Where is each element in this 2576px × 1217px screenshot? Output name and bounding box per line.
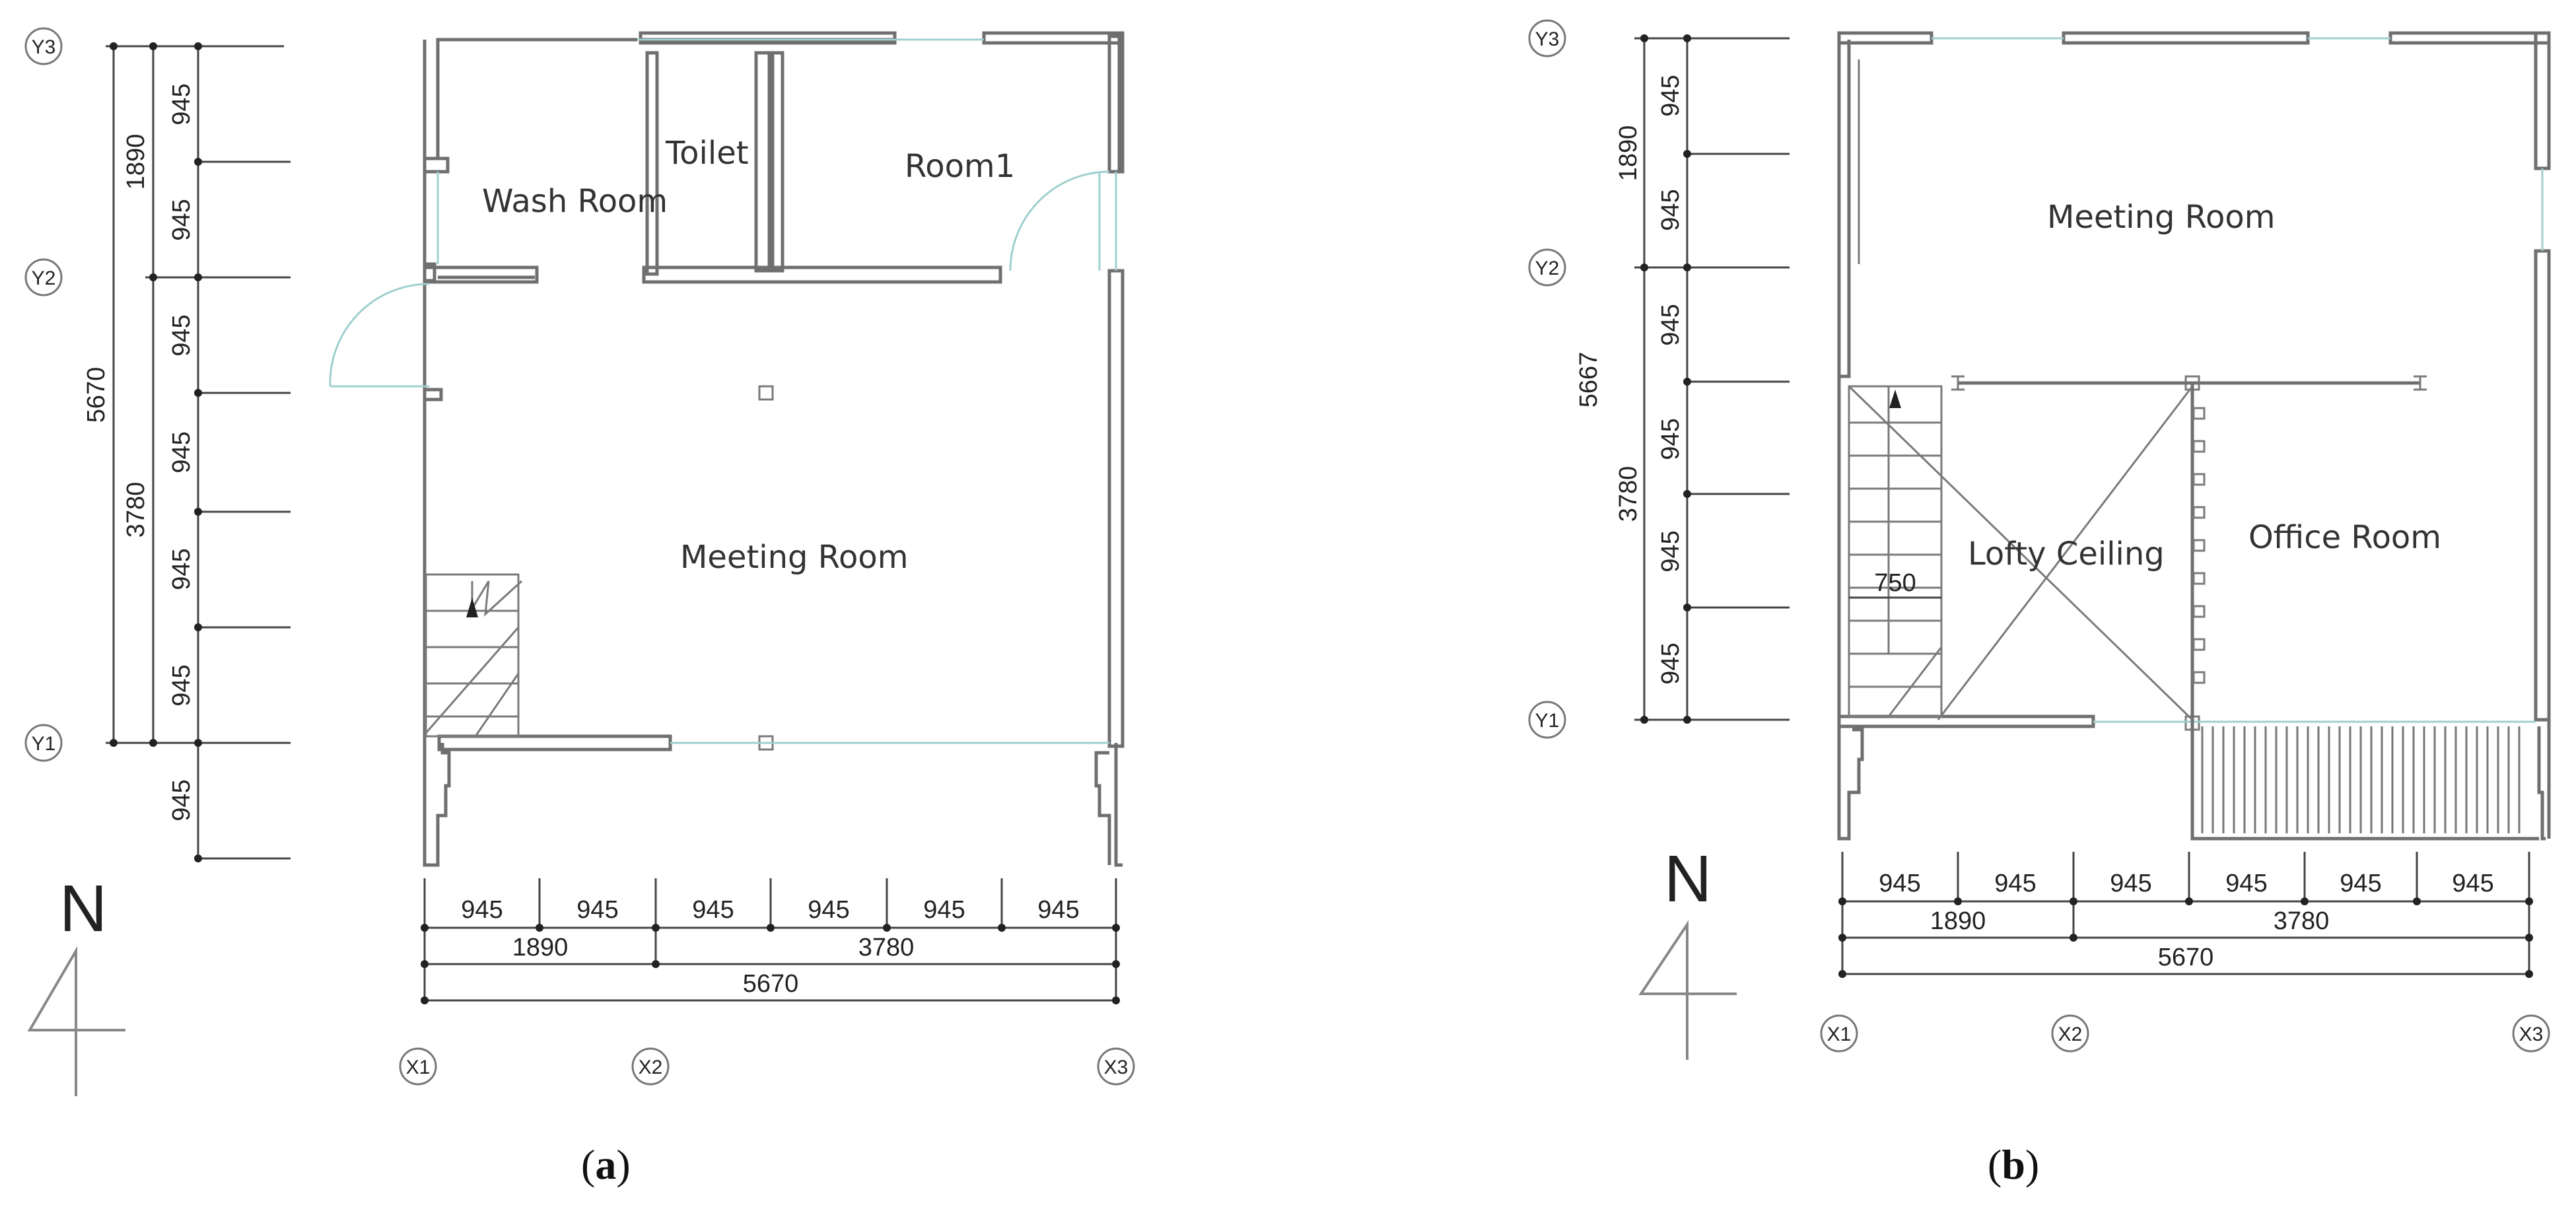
panel-a-y-axis-labels: Y3 Y2 Y1	[24, 27, 63, 762]
axis-x1: X1	[406, 1057, 431, 1078]
b-axis-x3: X3	[2519, 1024, 2544, 1045]
b-dim-945-3: 945	[1657, 304, 1685, 345]
panel-a-horizontal-dimensions: 945 945 945 945 945 945 1890 3780 5670	[421, 878, 1120, 1004]
b-north-arrow-icon	[1638, 920, 1737, 1060]
hdim-1890: 1890	[512, 934, 569, 961]
room-label-wash-room: Wash Room	[482, 183, 668, 220]
b-room-label-meeting-room: Meeting Room	[2047, 199, 2275, 236]
dim-945-7: 945	[168, 779, 195, 821]
axis-y2: Y2	[32, 267, 56, 289]
b-axis-y2: Y2	[1535, 258, 1560, 279]
hdim-945-1: 945	[461, 896, 503, 924]
north-label: N	[59, 872, 107, 946]
b-dim-1890: 1890	[1615, 125, 1642, 182]
b-hdim-3780: 3780	[2274, 907, 2330, 935]
dim-945-4: 945	[168, 431, 195, 473]
caption-b: (b)	[1988, 1141, 2039, 1188]
b-hdim-945-4: 945	[2225, 870, 2267, 897]
panel-b-stair: 750	[1848, 385, 1943, 718]
caption-a: (a)	[581, 1141, 631, 1188]
b-north-label: N	[1664, 842, 1712, 916]
hdim-945-2: 945	[576, 896, 618, 924]
b-axis-x2: X2	[2058, 1024, 2083, 1045]
b-axis-y1: Y1	[1535, 710, 1560, 732]
dim-945-3: 945	[168, 314, 195, 356]
panel-b-north-arrow: N	[1638, 842, 1737, 1060]
panel-b-railing	[1951, 375, 2427, 391]
panel-b-windows	[1932, 37, 2544, 723]
axis-y3: Y3	[32, 36, 56, 58]
hdim-5670: 5670	[743, 970, 799, 998]
north-arrow-icon	[27, 946, 125, 1096]
dim-945-1: 945	[168, 83, 195, 125]
b-hdim-945-5: 945	[2340, 870, 2381, 897]
panel-b-vertical-dimensions: 945 945 945 945 945 945 1890 3780 5667	[1575, 34, 1790, 724]
b-hdim-945-3: 945	[2110, 870, 2151, 897]
panel-b-x-axis-labels: X1 X2 X3	[1820, 1014, 2550, 1053]
b-dim-945-4: 945	[1657, 418, 1685, 460]
panel-a-floor-plan: 945 945 945 945 945 945 945 1890 3780 56…	[24, 27, 1135, 1188]
b-hdim-945-2: 945	[1994, 870, 2036, 897]
b-dim-5667: 5667	[1575, 352, 1603, 408]
b-axis-x1: X1	[1827, 1024, 1852, 1045]
panel-b-horizontal-dimensions: 945 945 945 945 945 945 1890 3780 5670	[1838, 852, 2533, 978]
b-hdim-945-1: 945	[1879, 870, 1920, 897]
dim-1890: 1890	[122, 134, 150, 190]
panel-b-lofty-void	[1848, 385, 2194, 721]
b-dim-945-1: 945	[1657, 75, 1685, 116]
axis-x2: X2	[639, 1057, 663, 1078]
b-room-label-office-room: Office Room	[2248, 519, 2441, 556]
b-hdim-945-6: 945	[2452, 870, 2493, 897]
dim-945-6: 945	[168, 664, 195, 706]
b-dim-3780: 3780	[1615, 466, 1642, 522]
panel-a-doors-windows	[329, 38, 1117, 744]
dim-945-5: 945	[168, 548, 195, 590]
hdim-945-6: 945	[1037, 896, 1079, 924]
b-dim-945-5: 945	[1657, 530, 1685, 572]
panel-a-vertical-dimensions: 945 945 945 945 945 945 945 1890 3780 56…	[83, 42, 291, 862]
b-axis-y3: Y3	[1535, 28, 1560, 50]
hdim-945-4: 945	[808, 896, 849, 924]
dim-3780: 3780	[122, 482, 150, 538]
hdim-3780: 3780	[858, 934, 915, 961]
b-dim-945-2: 945	[1657, 189, 1685, 230]
panel-a-x-axis-labels: X1 X2 X3	[399, 1047, 1135, 1086]
dim-5670: 5670	[83, 367, 110, 423]
axis-y1: Y1	[32, 733, 56, 755]
room-label-toilet: Toilet	[665, 135, 749, 172]
panel-b-floor-plan: 945 945 945 945 945 945 1890 3780 5667 Y…	[1528, 19, 2551, 1188]
room-label-meeting-room: Meeting Room	[680, 539, 908, 576]
panel-b-y-axis-labels: Y3 Y2 Y1	[1528, 19, 1566, 739]
b-dim-945-6: 945	[1657, 643, 1685, 684]
axis-x3: X3	[1104, 1057, 1129, 1078]
hdim-945-5: 945	[923, 896, 965, 924]
panel-b-balcony-hatch	[2201, 726, 2521, 833]
stair-width-750: 750	[1874, 569, 1916, 597]
panel-a-stair	[425, 573, 523, 738]
panel-b-office-partition	[2190, 383, 2206, 723]
panel-a-north-arrow: N	[27, 872, 125, 1096]
hdim-945-3: 945	[692, 896, 734, 924]
b-hdim-1890: 1890	[1930, 907, 1986, 935]
room-label-room1: Room1	[905, 148, 1015, 185]
b-room-label-lofty-ceiling: Lofty Ceiling	[1968, 536, 2165, 573]
b-hdim-5670: 5670	[2158, 944, 2214, 971]
panel-a-walls	[423, 31, 1125, 867]
dim-945-2: 945	[168, 199, 195, 240]
